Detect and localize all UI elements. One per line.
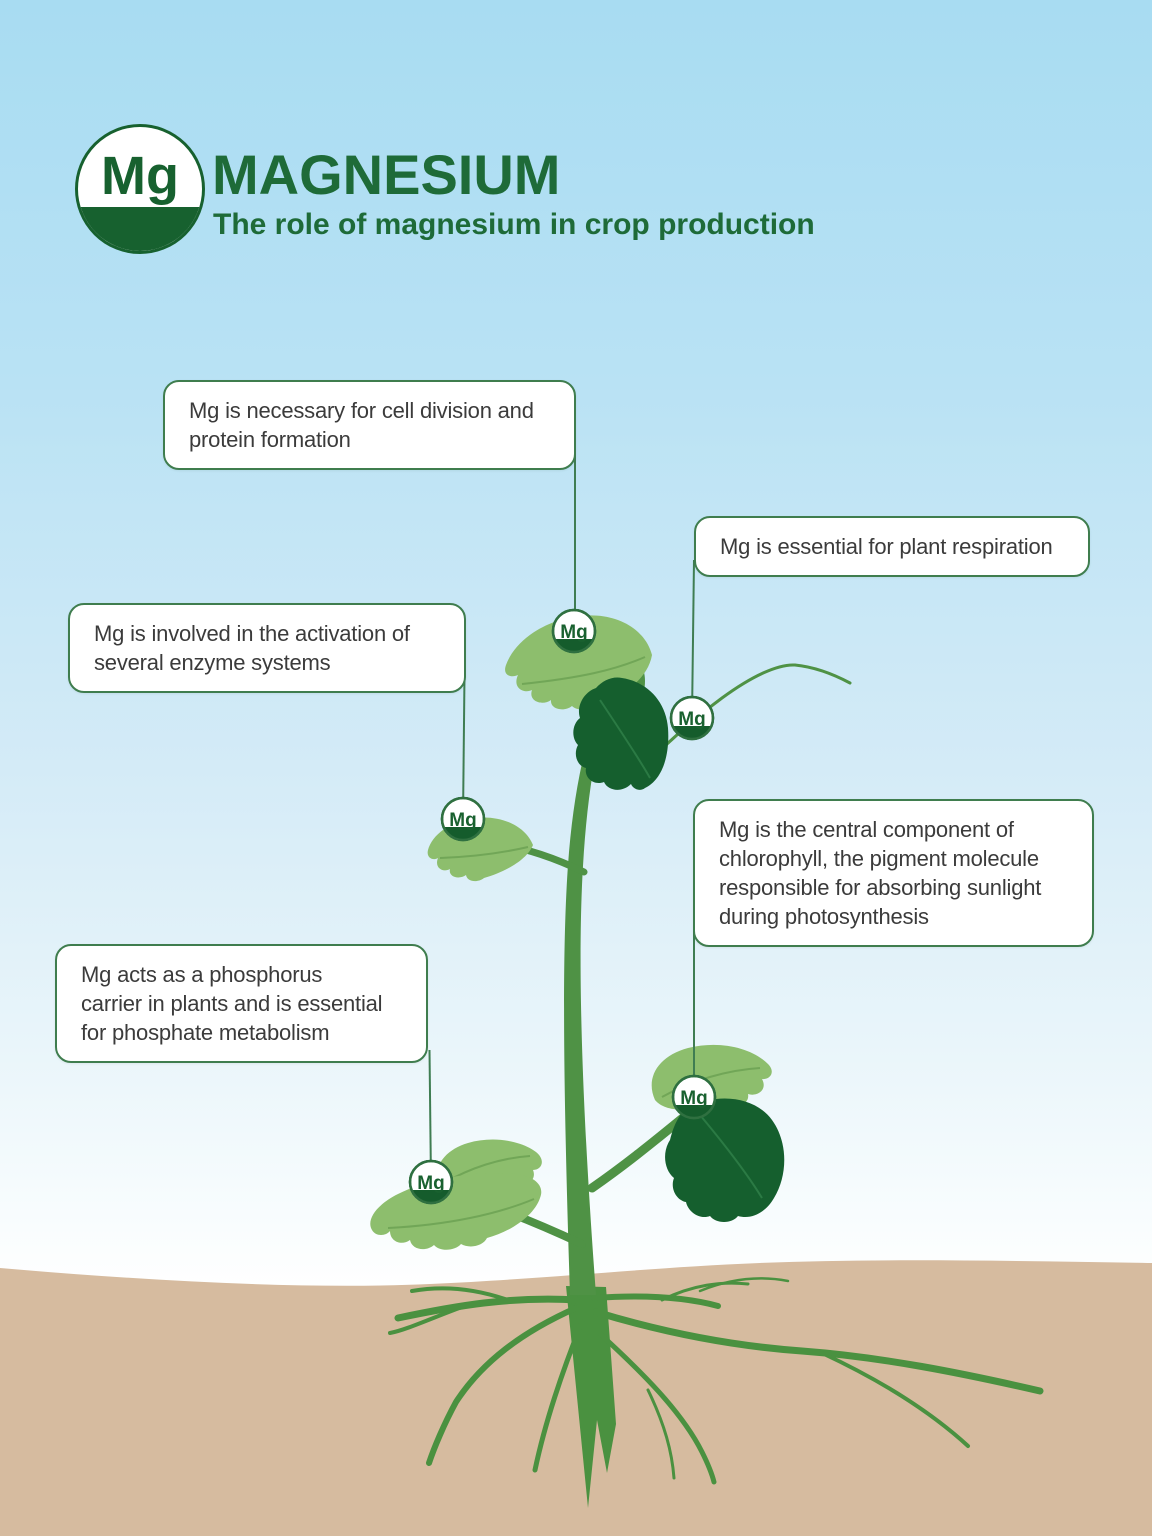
callout-chlorophyll: Mg is the central component of chlorophy… <box>693 799 1094 947</box>
connector-respiration <box>691 559 695 719</box>
connector-lines <box>428 452 695 1183</box>
svg-text:Mg: Mg <box>449 810 476 831</box>
callout-phosphorus-carrier: Mg acts as a phosphorus carrier in plant… <box>55 944 428 1063</box>
logo-bottom-segment <box>78 207 202 251</box>
mg-badge-phosphorus-carrier: Mg <box>408 1159 454 1205</box>
svg-text:Mg: Mg <box>678 709 705 730</box>
mg-badges: Mg Mg Mg Mg <box>408 608 717 1205</box>
callout-cell-division: Mg is necessary for cell division and pr… <box>163 380 576 470</box>
page-subtitle: The role of magnesium in crop production <box>213 208 815 241</box>
mg-badge-respiration: Mg <box>669 695 715 741</box>
mg-badge-cell-division: Mg <box>551 608 597 654</box>
logo-symbol: Mg <box>101 146 179 206</box>
page-title: MAGNESIUM <box>212 143 561 206</box>
mg-badge-chlorophyll: Mg <box>671 1074 717 1120</box>
roots <box>388 1277 1044 1508</box>
svg-text:Mg: Mg <box>560 622 587 643</box>
callout-respiration: Mg is essential for plant respiration <box>694 516 1090 577</box>
magnesium-logo: Mg <box>75 124 205 254</box>
soil <box>0 1260 1152 1536</box>
callout-enzyme-systems: Mg is involved in the activation of seve… <box>68 603 466 693</box>
connector-enzyme-systems <box>462 674 466 820</box>
svg-text:Mg: Mg <box>417 1173 444 1194</box>
tendril <box>638 663 852 772</box>
svg-text:Mg: Mg <box>680 1088 707 1109</box>
mg-badge-enzyme-systems: Mg <box>440 796 486 842</box>
